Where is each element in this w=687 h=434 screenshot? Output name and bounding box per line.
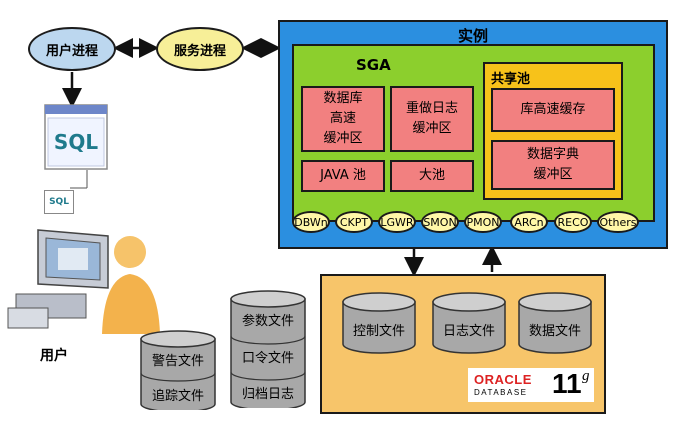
large-pool-label: 大池 (418, 168, 445, 183)
dictionary-cache-line-2: 缓冲区 (533, 167, 573, 182)
control-file-cylinder: 控制文件 (342, 292, 416, 354)
instance-box: 实例 SGA 数据库 高速 缓冲区 重做日志 缓冲区 JAVA 池 大池 (278, 20, 668, 249)
trace-file-label: 追踪文件 (151, 389, 204, 404)
bgproc-reco: RECO (554, 211, 592, 233)
password-file-label: 口令文件 (241, 351, 294, 366)
sga-box: SGA 数据库 高速 缓冲区 重做日志 缓冲区 JAVA 池 大池 共享池 (292, 44, 655, 222)
large-pool-box: 大池 (390, 160, 474, 192)
oracle-version: 11 (552, 368, 582, 399)
other-files-stack-right: 参数文件 口令文件 归档日志 (230, 290, 306, 411)
oracle-subtitle: DATABASE (474, 388, 528, 397)
bgproc-others: Others (597, 211, 639, 233)
sql-small-text: SQL (49, 197, 69, 207)
dictionary-cache-box: 数据字典 缓冲区 (491, 140, 615, 190)
buffer-cache-line-1: 数据库 (323, 91, 363, 106)
library-cache-box: 库高速缓存 (491, 88, 615, 132)
archived-log-label: 归档日志 (241, 387, 294, 402)
bgproc-lgwr-label: LGWR (380, 215, 414, 229)
bgproc-reco-label: RECO (557, 215, 589, 229)
bgproc-ckpt-label: CKPT (339, 215, 369, 229)
bgproc-pmon: PMON (464, 211, 502, 233)
sql-window-text: SQL (53, 130, 99, 154)
oracle-brand: ORACLE (474, 372, 532, 387)
bgproc-smon-label: SMON (423, 215, 457, 229)
sql-window-icon: SQL (44, 104, 108, 170)
server-process-label: 服务进程 (173, 43, 226, 59)
log-file-label: 日志文件 (442, 324, 495, 339)
bgproc-smon: SMON (421, 211, 459, 233)
dictionary-cache-line-1: 数据字典 (526, 147, 579, 162)
shared-pool-box: 共享池 库高速缓存 数据字典 缓冲区 (483, 62, 623, 200)
java-pool-box: JAVA 池 (301, 160, 385, 192)
oracle-version-suffix: g (582, 368, 590, 384)
sga-title: SGA (356, 56, 391, 74)
server-process: 服务进程 (156, 27, 244, 71)
buffer-cache-box: 数据库 高速 缓冲区 (301, 86, 385, 152)
java-pool-label: JAVA 池 (320, 168, 366, 183)
user-process: 用户进程 (28, 27, 116, 71)
parameter-file-label: 参数文件 (241, 314, 294, 329)
database-box: 控制文件 日志文件 数据文件 ORACLE DATABASE 11 g (320, 274, 606, 414)
buffer-cache-line-2: 高速 (329, 111, 356, 126)
data-file-cylinder: 数据文件 (518, 292, 592, 354)
redo-buffer-line-2: 缓冲区 (412, 121, 452, 136)
oracle-logo: ORACLE DATABASE 11 g (468, 368, 594, 402)
redo-buffer-line-1: 重做日志 (405, 101, 458, 116)
bgproc-arcn-label: ARCn (514, 215, 544, 229)
bgproc-others-label: Others (599, 215, 637, 229)
data-file-label: 数据文件 (528, 324, 581, 339)
bgproc-pmon-label: PMON (466, 215, 500, 229)
shared-pool-title: 共享池 (491, 72, 531, 87)
control-file-label: 控制文件 (352, 324, 405, 339)
log-file-cylinder: 日志文件 (432, 292, 506, 354)
bgproc-dbwn: DBWn (292, 211, 330, 233)
instance-title: 实例 (457, 27, 488, 45)
other-files-stack-left: 警告文件 追踪文件 (140, 330, 216, 413)
redo-buffer-box: 重做日志 缓冲区 (390, 86, 474, 152)
buffer-cache-line-3: 缓冲区 (323, 131, 363, 146)
bgproc-dbwn-label: DBWn (294, 215, 328, 229)
bgproc-ckpt: CKPT (335, 211, 373, 233)
alert-file-label: 警告文件 (151, 354, 204, 369)
bgproc-lgwr: LGWR (378, 211, 416, 233)
user-computer-icon (4, 222, 164, 334)
user-process-label: 用户进程 (45, 43, 98, 59)
sql-small-icon: SQL (44, 190, 74, 214)
library-cache-label: 库高速缓存 (520, 102, 586, 117)
bgproc-arcn: ARCn (510, 211, 548, 233)
user-label: 用户 (40, 348, 68, 364)
